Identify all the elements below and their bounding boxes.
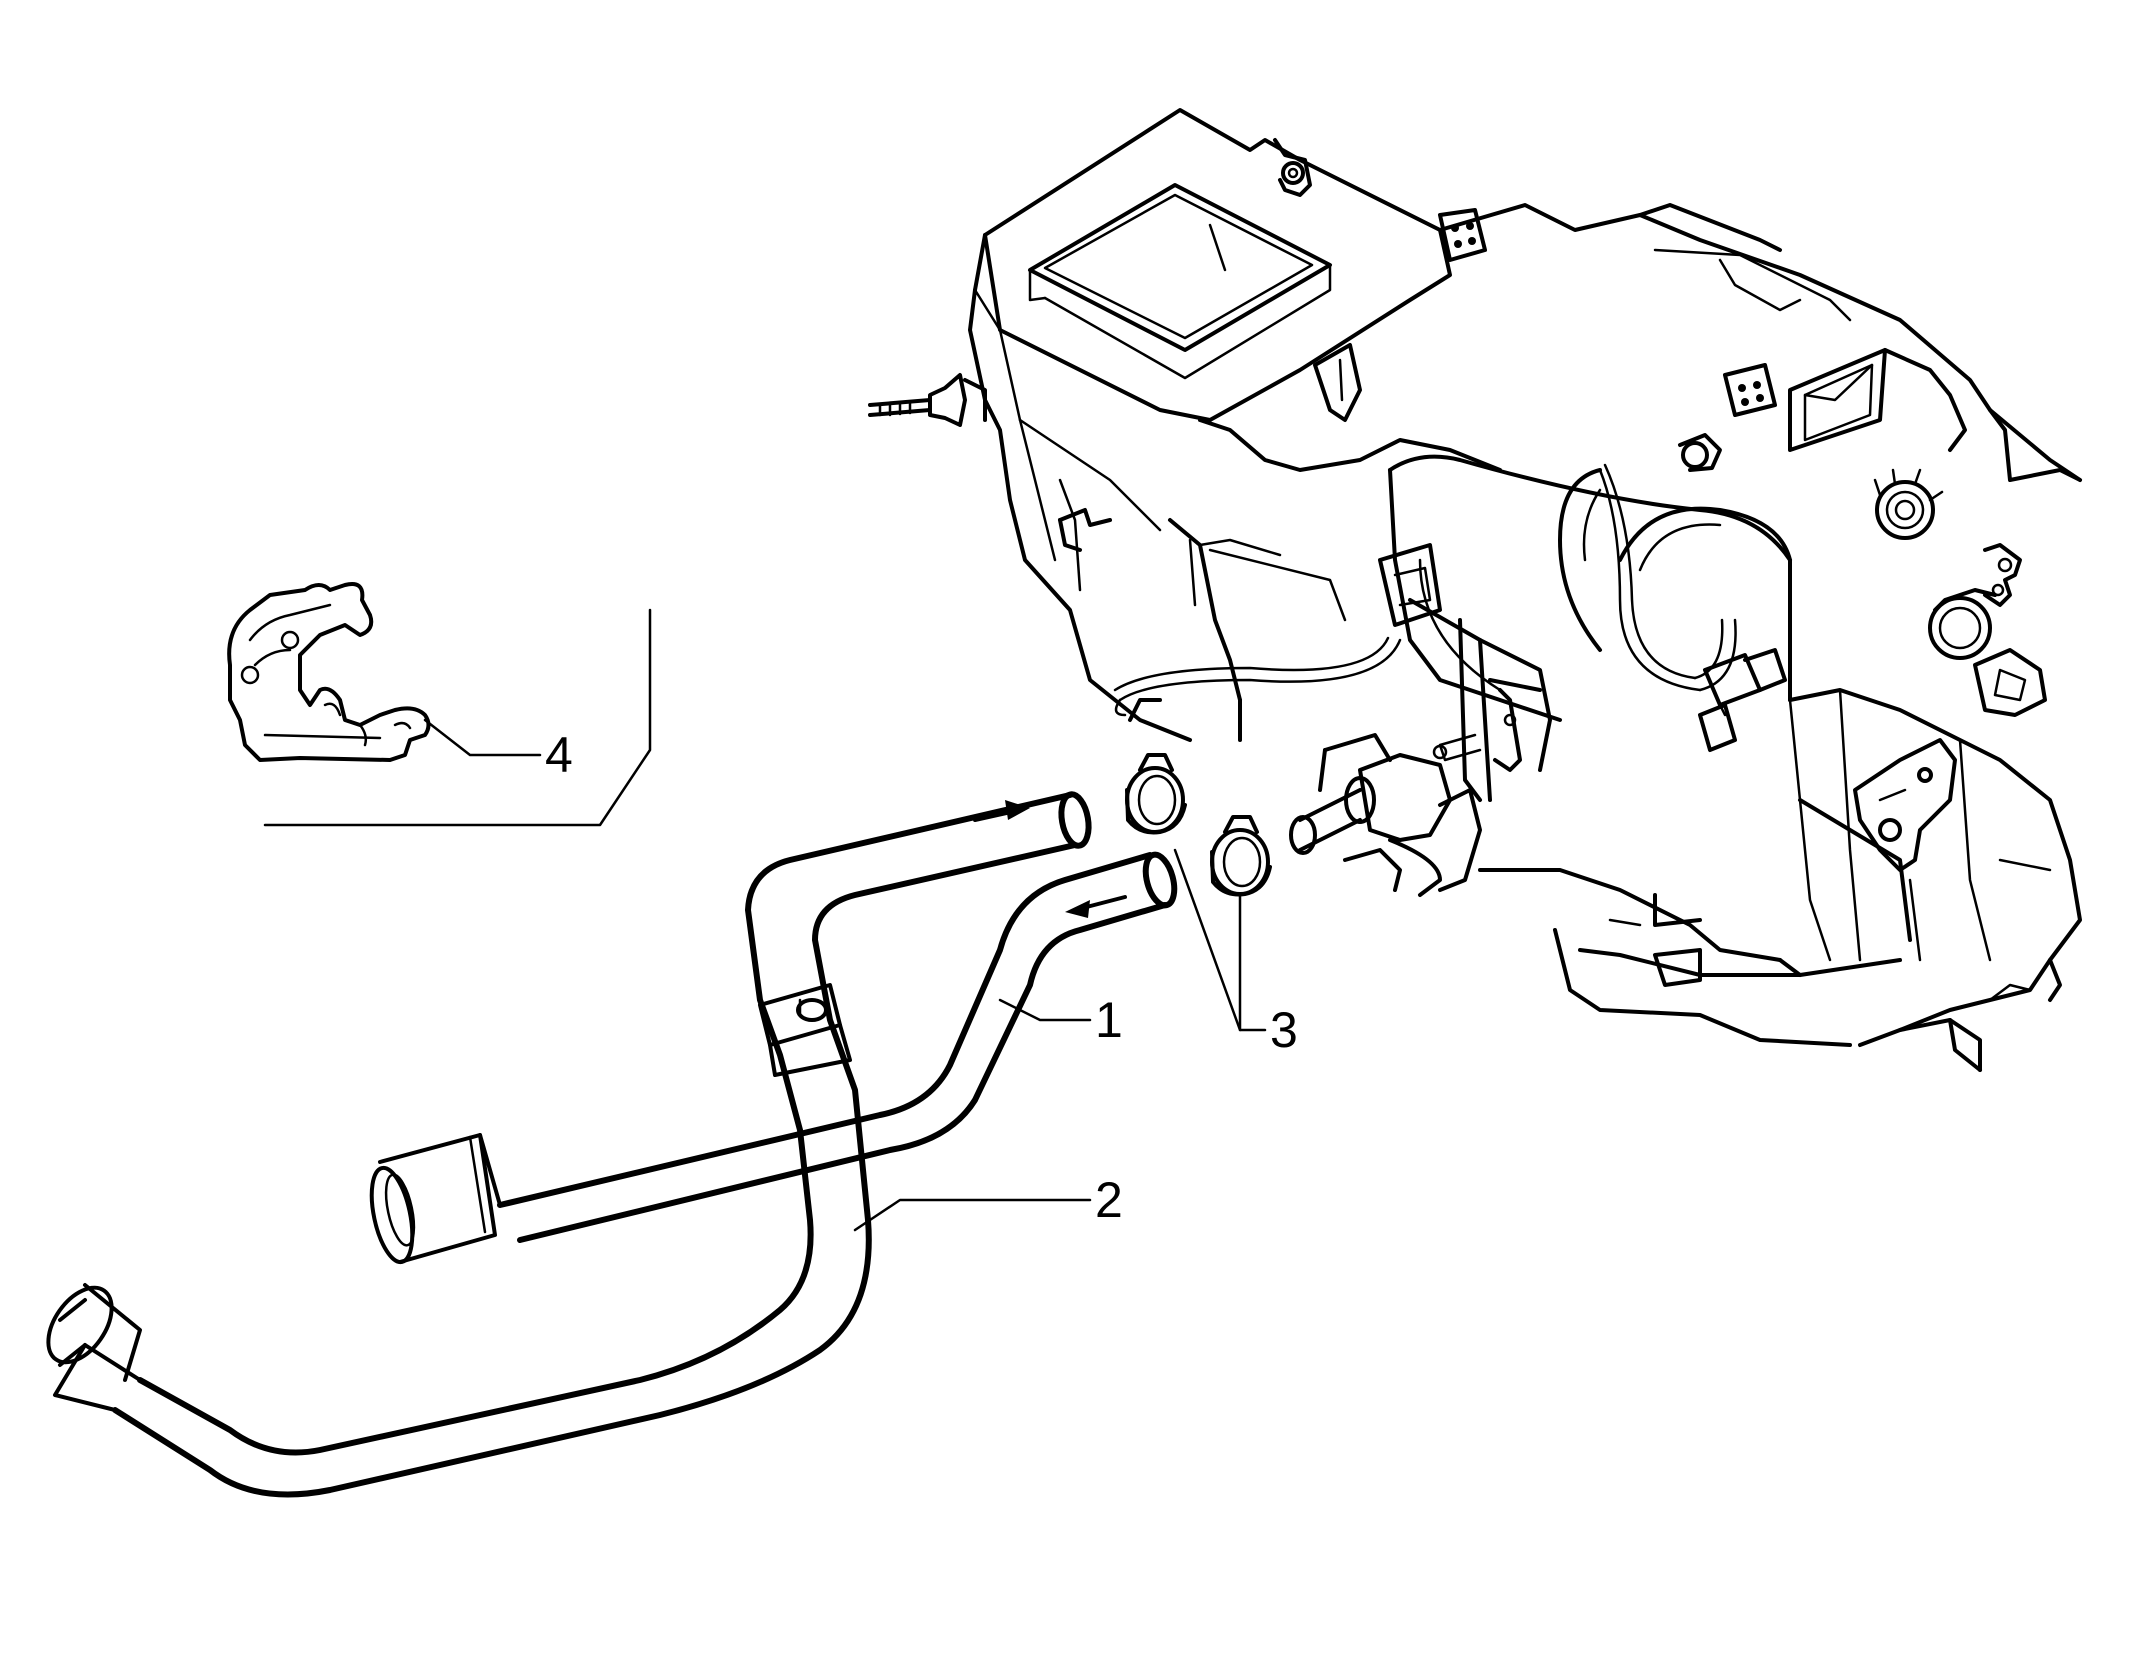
side-connector-plate: [1723, 363, 1777, 417]
callout-2: 2: [1095, 1172, 1123, 1228]
hose-clip-on-unit: [1983, 543, 2022, 607]
wire-harness: [1113, 463, 1737, 717]
filter-window: [1028, 183, 1332, 380]
hose-2: [46, 791, 1092, 1498]
callout-3: 3: [1270, 1002, 1298, 1058]
hose-retaining-clip: [758, 983, 852, 1077]
electric-connector: [1698, 648, 1787, 752]
blower-housing: [1388, 454, 1792, 722]
upper-right-mount: [1678, 433, 1722, 472]
clip-part-4: [227, 582, 431, 762]
top-mount-ear: [1273, 138, 1312, 197]
right-mount-plate: [1973, 648, 2047, 717]
hose-clamp-a: [1125, 753, 1187, 835]
detail-frame: [263, 608, 652, 827]
upper-right-vent: [1788, 348, 1887, 452]
heater-unit-assembly: [868, 108, 2082, 1072]
filter-bracket: [1313, 343, 1362, 422]
heater-pipe-stubs: [1289, 753, 1482, 897]
callout-4: 4: [545, 727, 573, 783]
side-bracket: [1853, 738, 1957, 872]
temperature-sensor: [868, 373, 987, 427]
water-valve: [1378, 543, 1552, 802]
callout-leaders: [423, 718, 1267, 1232]
top-connector-plate: [1438, 208, 1487, 262]
callout-labels: 1 2 3 4: [545, 727, 1298, 1228]
hose-1: [369, 851, 1178, 1265]
adjustment-knob: [1873, 468, 1944, 540]
side-port: [1928, 588, 1997, 660]
hose-clamp-b: [1210, 815, 1272, 897]
callout-1: 1: [1095, 992, 1123, 1048]
